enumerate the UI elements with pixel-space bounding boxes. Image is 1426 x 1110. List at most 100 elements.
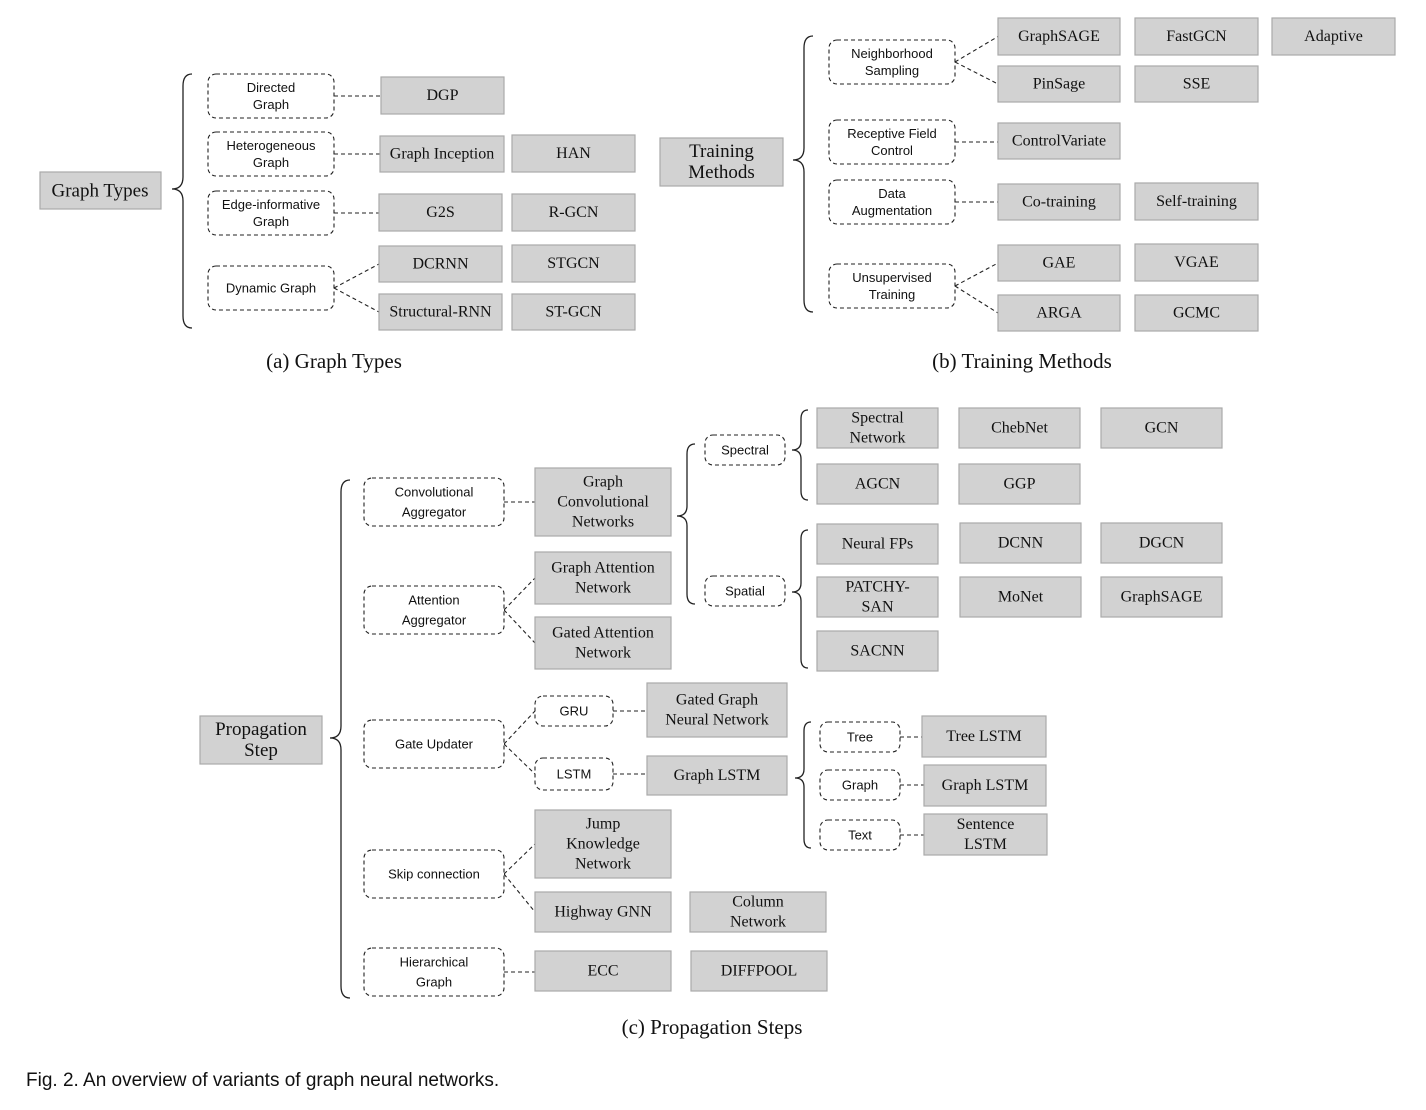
node-tm-self: Self-training (1134, 182, 1259, 221)
brace-spatial (791, 529, 809, 669)
node-label-ps-ecc: ECC (587, 963, 618, 980)
node-ps-agcn: AGCN (816, 463, 939, 505)
node-label-gt-directed: Graph (253, 97, 289, 112)
node-graph-types-root: Graph Types (39, 171, 162, 210)
node-tm-sse: SSE (1134, 65, 1259, 103)
node-label-gt-dgp: DGP (426, 87, 458, 104)
node-ps-spectral: Spectral (704, 434, 786, 466)
node-ps-skip: Skip connection (363, 849, 505, 899)
node-gt-han: HAN (511, 134, 636, 173)
node-ps-cheb: ChebNet (958, 407, 1081, 449)
node-label-ps-gcn: GCN (1145, 420, 1179, 437)
node-label-tm-graphsage: GraphSAGE (1018, 28, 1100, 45)
node-label-ps-skip: Skip connection (388, 867, 480, 882)
connector-ps-gate-ps-gru (503, 710, 536, 745)
node-label-ps-monet: MoNet (998, 589, 1044, 606)
node-label-gt-edge: Graph (253, 214, 289, 229)
node-label-tm-recep: Receptive Field (847, 126, 937, 141)
node-label-ps-gru: GRU (560, 704, 589, 719)
node-label-gt-edge: Edge-informative (222, 197, 320, 212)
node-label-ps-dcnn: DCNN (998, 535, 1044, 552)
node-label-ps-root: Propagation (215, 719, 307, 740)
caption-graph-types: (a) Graph Types (266, 349, 402, 373)
node-label-gt-hetero: Graph (253, 155, 289, 170)
node-tm-adaptive: Adaptive (1271, 17, 1396, 56)
node-ps-glstm: Graph LSTM (646, 755, 788, 796)
node-label-ps-att: Attention (408, 593, 459, 608)
node-label-tm-neigh: Neighborhood (851, 46, 933, 61)
node-label-gt-srnn: Structural-RNN (389, 304, 492, 321)
node-label-ps-specnet: Network (850, 430, 906, 447)
node-label-ps-agcn: AGCN (855, 476, 901, 493)
node-ps-ecc: ECC (534, 950, 672, 992)
brace-gcn-family (676, 443, 696, 605)
node-label-gt-directed: Directed (247, 80, 295, 95)
connector-lines (333, 36, 999, 973)
node-ps-glstm2: Graph LSTM (923, 764, 1047, 807)
node-label-tm-self: Self-training (1156, 193, 1237, 210)
brace-spectral (791, 409, 809, 501)
node-ps-diffpool: DIFFPOOL (690, 950, 828, 992)
node-label-ps-ggnn: Gated Graph (676, 692, 758, 709)
node-label-ps-gat: Graph Attention (551, 560, 655, 577)
node-label-tm-arga: ARGA (1036, 305, 1082, 322)
figure-caption: Fig. 2. An overview of variants of graph… (26, 1070, 500, 1091)
node-label-gt-hetero: Heterogeneous (227, 138, 316, 153)
node-tm-arga: ARGA (997, 294, 1121, 332)
node-label-ps-conv: Aggregator (402, 505, 467, 520)
node-label-ps-jkn: Network (575, 856, 631, 873)
node-label-gt-inception: Graph Inception (390, 146, 494, 163)
node-label-ps-highway: Highway GNN (554, 904, 652, 921)
node-ps-gate: Gate Updater (363, 719, 505, 769)
node-label-tm-pinsage: PinSage (1033, 76, 1085, 93)
node-gt-inception: Graph Inception (379, 135, 505, 173)
node-tm-pinsage: PinSage (997, 65, 1121, 103)
node-tm-gae: GAE (997, 244, 1121, 282)
node-gt-srnn: Structural-RNN (378, 293, 503, 331)
node-label-ps-hier: Graph (416, 975, 452, 990)
node-label-ps-gat: Network (575, 580, 631, 597)
brace-propagation-step (329, 479, 351, 999)
brace-lstm-variants (794, 721, 812, 849)
node-gt-dcrnn: DCRNN (378, 245, 503, 283)
connector-tm-neigh-tm-pinsage (954, 61, 999, 85)
node-gt-g2s: G2S (378, 193, 503, 232)
node-tm-vgae: VGAE (1134, 243, 1259, 282)
node-label-ps-gcnfam: Graph (583, 474, 623, 491)
brace-graph-types (171, 73, 193, 329)
node-ps-graph: Graph (819, 769, 901, 801)
node-label-ps-gate: Gate Updater (395, 737, 474, 752)
node-label-tm-recep: Control (871, 143, 913, 158)
caption-training-methods: (b) Training Methods (932, 349, 1112, 373)
node-ps-ggp: GGP (958, 463, 1081, 505)
node-gt-dynamic: Dynamic Graph (207, 265, 335, 311)
connector-ps-skip-ps-highway (503, 873, 536, 913)
node-label-ps-jkn: Jump (586, 816, 621, 833)
node-label-ps-specnet: Spectral (851, 410, 904, 427)
node-ps-sacnn: SACNN (816, 630, 939, 672)
node-label-tm-fastgcn: FastGCN (1166, 28, 1227, 45)
node-ps-nfp: Neural FPs (816, 523, 939, 565)
node-ps-dgcn: DGCN (1100, 522, 1223, 564)
node-label-gt-han: HAN (556, 145, 591, 162)
node-label-tm-cv: ControlVariate (1012, 133, 1106, 150)
node-label-ps-diffpool: DIFFPOOL (721, 963, 797, 980)
node-label-tm-vgae: VGAE (1174, 254, 1218, 271)
node-label-ps-gcnfam: Networks (572, 514, 634, 531)
node-ps-highway: Highway GNN (534, 891, 672, 933)
connector-ps-skip-ps-jkn (503, 843, 536, 875)
node-label-ps-lstm: LSTM (557, 767, 592, 782)
node-ps-dcnn: DCNN (959, 522, 1082, 564)
node-label-tm-sse: SSE (1183, 76, 1211, 93)
node-label-tm-aug: Augmentation (852, 203, 932, 218)
